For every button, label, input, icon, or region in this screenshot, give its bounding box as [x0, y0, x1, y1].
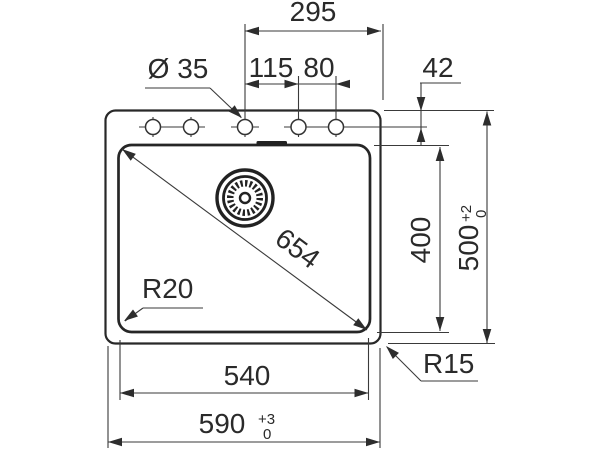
- dim-540-label: 540: [224, 360, 271, 391]
- dim-500: 500 +2 0: [388, 111, 495, 345]
- dim-400: 400: [377, 147, 449, 334]
- hole-diameter-label: Ø 35: [148, 53, 209, 84]
- dim-115-80: 115 80: [245, 52, 350, 89]
- faucet-hole-4: [290, 118, 307, 136]
- dim-80-label: 80: [303, 52, 334, 83]
- faucet-hole-1: [144, 118, 162, 136]
- dim-42-label: 42: [422, 52, 453, 83]
- faucet-holes: [144, 118, 345, 136]
- dim-115-label: 115: [249, 52, 294, 83]
- overflow-notch: [256, 141, 287, 146]
- radius-inner-label: R20: [142, 273, 193, 304]
- dim-540: 540: [119, 338, 370, 400]
- dim-hole-diameter: Ø 35: [145, 53, 245, 122]
- dim-r15: R15: [382, 342, 478, 382]
- dim-295-label: 295: [290, 0, 337, 27]
- dim-590-tolerance-minus: 0: [263, 426, 271, 443]
- dim-590-tolerance-plus: +3: [258, 411, 275, 428]
- faucet-hole-2: [182, 118, 200, 136]
- dim-r20: R20: [121, 273, 203, 325]
- dim-500-tolerance-minus: 0: [473, 210, 490, 218]
- dim-500-label: 500: [453, 225, 484, 272]
- dim-500-tolerance-plus: +2: [458, 205, 475, 222]
- radius-outer-label: R15: [423, 348, 474, 379]
- dim-590: 590 +3 0: [107, 346, 381, 448]
- dim-42: 42: [374, 52, 494, 147]
- dim-295: 295: [245, 0, 384, 100]
- dim-400-label: 400: [405, 217, 436, 264]
- faucet-hole-5: [327, 118, 345, 136]
- drain-strainer-icon: [215, 168, 275, 228]
- dim-590-label: 590: [199, 408, 246, 439]
- faucet-hole-3: [236, 118, 254, 136]
